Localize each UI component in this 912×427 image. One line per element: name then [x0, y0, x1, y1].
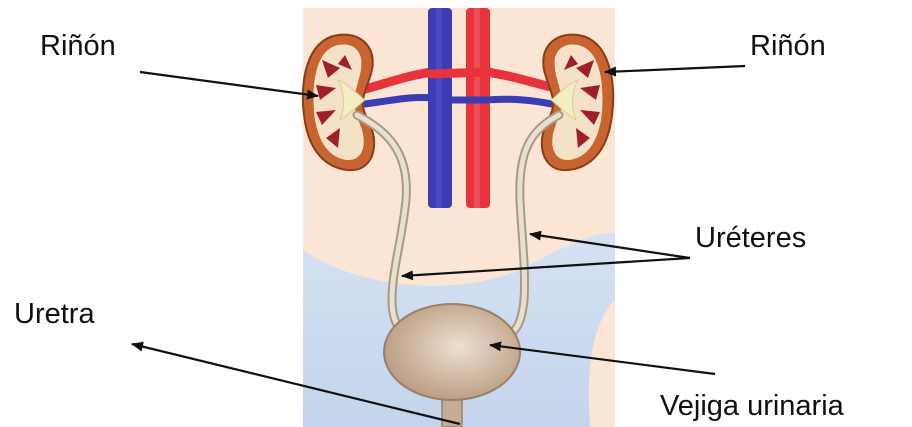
label-kidney-left: Riñón	[40, 32, 116, 61]
pointer-kidney-right	[605, 66, 745, 72]
label-ureters: Uréteres	[695, 224, 806, 253]
label-urethra: Uretra	[14, 300, 95, 329]
pointer-kidney-left	[140, 72, 318, 96]
renal-artery-crossing	[430, 72, 490, 74]
aorta	[466, 8, 490, 208]
label-kidney-right: Riñón	[750, 32, 826, 61]
label-bladder: Vejiga urinaria	[660, 392, 844, 421]
vena-cava	[428, 8, 452, 208]
